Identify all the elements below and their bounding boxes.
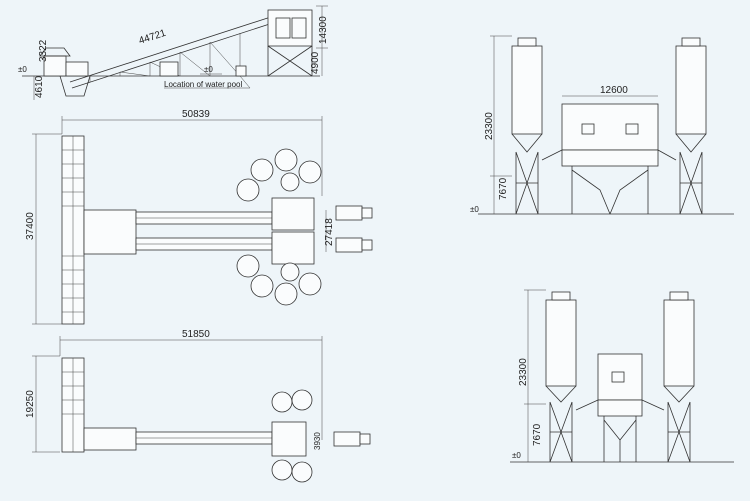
window-2 bbox=[611, 371, 625, 383]
silo-left bbox=[511, 45, 543, 135]
screw-conveyors bbox=[541, 149, 677, 161]
dim-7670-top: 7670 bbox=[498, 177, 509, 200]
conveyor-lower bbox=[71, 19, 283, 89]
silo-left-cone bbox=[511, 133, 543, 153]
zero-mark-elev-top: ±0 bbox=[470, 205, 479, 214]
tower-legs bbox=[267, 45, 313, 77]
dim-50839: 50839 bbox=[182, 109, 210, 120]
dim-12600: 12600 bbox=[600, 85, 628, 96]
mixer-structure-2 bbox=[603, 416, 637, 462]
small-shed bbox=[235, 65, 247, 77]
plan-view-top: 50839 37400 bbox=[25, 109, 373, 325]
window-right bbox=[625, 123, 639, 135]
silos-bottom-upper bbox=[271, 389, 313, 413]
dim-7670-bottom: 7670 bbox=[532, 423, 543, 446]
mixer-structure bbox=[571, 166, 649, 215]
dim-27418: 27418 bbox=[324, 218, 335, 246]
silo-right-2 bbox=[663, 299, 695, 387]
bin-dividers bbox=[62, 136, 84, 324]
batching-area bbox=[83, 209, 137, 255]
feeder-top bbox=[39, 47, 71, 57]
tower-plan-bottom bbox=[271, 421, 307, 457]
feeder-hopper-2 bbox=[65, 61, 89, 77]
mixer-unit bbox=[275, 17, 291, 39]
dim-3322: 3322 bbox=[38, 39, 49, 62]
silo-left-2 bbox=[545, 299, 577, 387]
zero-mark-left: ±0 bbox=[18, 65, 27, 74]
silo-left-legs bbox=[515, 151, 539, 215]
conveyor-upper bbox=[69, 13, 281, 83]
zero-mark-elev-bottom: ±0 bbox=[512, 451, 521, 460]
silo-right-2-legs bbox=[667, 401, 691, 463]
tower-plan-1 bbox=[271, 197, 315, 231]
silos-upper bbox=[236, 148, 322, 202]
dim-4610: 4610 bbox=[34, 75, 45, 98]
dim-44721: 44721 bbox=[138, 28, 168, 47]
silo-left-2-legs bbox=[549, 401, 573, 463]
truck-upper bbox=[335, 205, 373, 221]
dim-4900: 4900 bbox=[310, 51, 321, 74]
side-view: 14300 4900 44721 4610 3322 ±0 ±0 Locatio… bbox=[18, 5, 329, 100]
water-pool-leader bbox=[239, 75, 251, 89]
mixer-unit-2 bbox=[291, 17, 307, 39]
truck-bottom bbox=[333, 431, 371, 447]
silo-right-legs bbox=[679, 151, 703, 215]
dim-3930: 3930 bbox=[313, 432, 322, 450]
tower-plan-2 bbox=[271, 231, 315, 265]
truck-lower bbox=[335, 237, 373, 253]
zero-mark-mid: ±0 bbox=[204, 65, 213, 74]
dim-23300-top: 23300 bbox=[484, 112, 495, 140]
mixer-floor-2 bbox=[597, 399, 643, 417]
dim-19250: 19250 bbox=[25, 390, 36, 418]
control-room bbox=[159, 61, 179, 77]
plan-view-bottom: 51850 19250 3930 bbox=[25, 329, 371, 483]
silo-right bbox=[675, 45, 707, 135]
water-pool-label: Location of water pool bbox=[164, 80, 242, 89]
pit-outline bbox=[59, 75, 91, 97]
elevation-top: 12600 23300 7670 ±0 bbox=[470, 35, 734, 215]
dim-23300-bottom: 23300 bbox=[518, 358, 529, 386]
elevation-bottom: 23300 7670 ±0 bbox=[510, 289, 734, 463]
mixer-floor bbox=[561, 149, 659, 167]
batching-area-bottom bbox=[83, 427, 137, 451]
dim-37400: 37400 bbox=[25, 212, 36, 240]
silo-right-cone bbox=[675, 133, 707, 153]
silos-bottom-lower bbox=[271, 459, 313, 483]
dim-51850: 51850 bbox=[182, 329, 210, 340]
window-left bbox=[581, 123, 595, 135]
silos-lower bbox=[236, 254, 322, 306]
dim-14300: 14300 bbox=[318, 16, 329, 44]
mixing-building bbox=[561, 103, 659, 151]
